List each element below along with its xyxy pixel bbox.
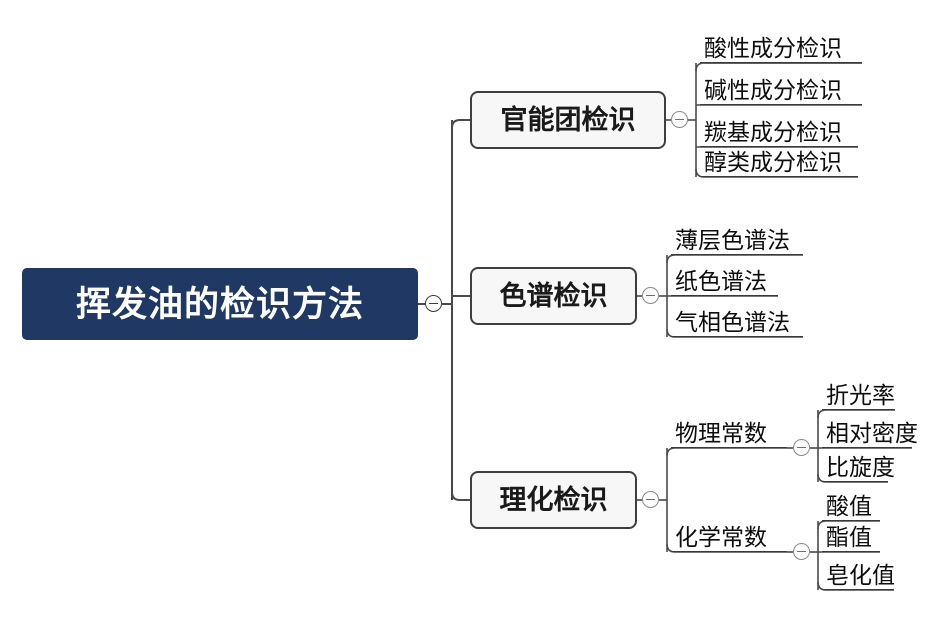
leaf-node-label: 皂化值 bbox=[826, 561, 895, 588]
leaf-node-label: 气相色谱法 bbox=[675, 308, 790, 335]
subbranch-collapse-toggle-icon-chemical-constants[interactable] bbox=[793, 543, 810, 560]
branch-node-label: 官能团检识 bbox=[500, 104, 636, 135]
leaf-node-acidic[interactable]: 酸性成分检识 bbox=[700, 22, 862, 63]
subbranch-node-chemical-constants[interactable]: 化学常数 bbox=[671, 511, 787, 552]
leaf-node-paper-chromatography[interactable]: 纸色谱法 bbox=[671, 255, 778, 296]
leaf-node-label: 薄层色谱法 bbox=[675, 226, 790, 253]
subbranch-node-physical-constants[interactable]: 物理常数 bbox=[671, 407, 787, 448]
subbranch-collapse-toggle-icon-physical-constants[interactable] bbox=[793, 439, 810, 456]
leaf-node-acid-value[interactable]: 酸值 bbox=[822, 480, 880, 521]
leaf-node-label: 酸值 bbox=[826, 492, 872, 519]
leaf-node-alcohol[interactable]: 醇类成分检识 bbox=[700, 136, 858, 177]
root-collapse-toggle-icon[interactable] bbox=[425, 295, 442, 312]
leaf-node-specific-rotation[interactable]: 比旋度 bbox=[822, 441, 895, 482]
branch-node-chromatography[interactable]: 色谱检识 bbox=[470, 267, 637, 325]
subbranch-node-label: 化学常数 bbox=[675, 523, 767, 550]
leaf-node-label: 折光率 bbox=[826, 381, 895, 408]
leaf-node-tlc[interactable]: 薄层色谱法 bbox=[671, 214, 803, 255]
root-node[interactable]: 挥发油的检识方法 bbox=[22, 268, 418, 340]
branch-node-label: 理化检识 bbox=[499, 484, 608, 515]
leaf-node-label: 纸色谱法 bbox=[675, 267, 767, 294]
branch-collapse-toggle-icon-functional-group[interactable] bbox=[671, 111, 688, 128]
leaf-node-basic[interactable]: 碱性成分检识 bbox=[700, 64, 862, 105]
leaf-node-label: 酸性成分检识 bbox=[704, 34, 842, 61]
branch-collapse-toggle-icon-chromatography[interactable] bbox=[642, 287, 659, 304]
subbranch-node-label: 物理常数 bbox=[675, 419, 767, 446]
leaf-node-label: 醇类成分检识 bbox=[704, 148, 842, 175]
leaf-node-ester-value[interactable]: 酯值 bbox=[822, 511, 880, 552]
root-node-label: 挥发油的检识方法 bbox=[75, 284, 364, 324]
leaf-node-label: 羰基成分检识 bbox=[704, 118, 842, 145]
leaf-node-saponification-value[interactable]: 皂化值 bbox=[822, 549, 895, 590]
leaf-node-gas-chromatography[interactable]: 气相色谱法 bbox=[671, 296, 803, 337]
leaf-node-label: 比旋度 bbox=[826, 453, 895, 480]
branch-node-physicochemical[interactable]: 理化检识 bbox=[470, 471, 637, 529]
leaf-node-label: 碱性成分检识 bbox=[704, 76, 842, 103]
branch-node-functional-group[interactable]: 官能团检识 bbox=[470, 91, 666, 149]
leaf-node-carbonyl[interactable]: 羰基成分检识 bbox=[700, 106, 858, 147]
leaf-node-label: 相对密度 bbox=[826, 419, 918, 446]
leaf-node-relative-density[interactable]: 相对密度 bbox=[822, 407, 918, 448]
branch-collapse-toggle-icon-physicochemical[interactable] bbox=[642, 491, 659, 508]
leaf-node-label: 酯值 bbox=[826, 523, 872, 550]
leaf-node-refractive-index[interactable]: 折光率 bbox=[822, 369, 895, 410]
branch-node-label: 色谱检识 bbox=[499, 280, 608, 311]
